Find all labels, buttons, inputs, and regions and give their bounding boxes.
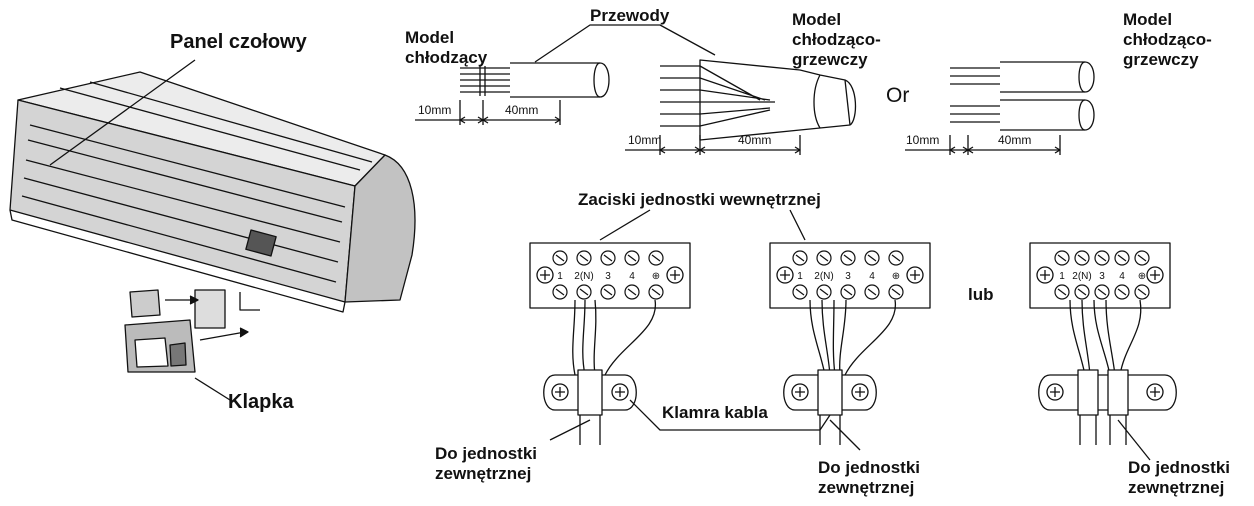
screw-slot [651,254,661,262]
terminal-number-3-4: 4 [1119,271,1125,282]
terminal-number-1-4: 4 [629,271,635,282]
screw-slot [1117,288,1127,296]
wire-strip-diagram-1 [415,24,716,125]
label-flap: Klapka [228,391,294,413]
screw-slot [651,288,661,296]
screw-slot [1137,288,1147,296]
label-to-outdoor-2: Do jednostki zewnętrznej [818,458,921,497]
dim-2-long: 40mm [738,133,772,147]
screw-slot [1137,254,1147,262]
dim-3-long: 40mm [998,133,1032,147]
label-model-cooling: Model chłodzący [405,28,488,67]
label-model-heat-pump-2: Model chłodząco- grzewczy [1123,10,1212,69]
screw-slot [891,254,901,262]
terminal-number-1-1: 1 [557,271,563,282]
terminal-number-2-5: ⊕ [892,271,900,282]
screw-slot [1057,254,1067,262]
label-cable-clamp: Klamra kabla [662,403,768,422]
terminal-number-1-5: ⊕ [652,271,660,282]
terminal-number-3-5: ⊕ [1138,271,1146,282]
terminal-number-1-2: 2(N) [574,271,593,282]
screw-slot [555,288,565,296]
screw-slot [891,288,901,296]
screw-slot [819,288,829,296]
label-indoor-terminals: Zaciski jednostki wewnętrznej [578,190,821,209]
screw-slot [603,254,613,262]
screw-slot [627,254,637,262]
dim-1-short: 10mm [418,103,452,117]
terminal-screws: 1 2(N) 3 4 ⊕ 1 2(N) 3 4 ⊕ 1 2(N) 3 4 ⊕ [552,250,1150,300]
dim-1-long: 40mm [505,103,539,117]
screw-slot [867,288,877,296]
screw-slot [1097,254,1107,262]
label-model-heat-pump-1: Model chłodząco- grzewczy [792,10,881,69]
label-lub: lub [968,285,994,304]
terminal-number-2-1: 1 [797,271,803,282]
screw-slot [1077,288,1087,296]
screw-slot [555,254,565,262]
screw-slot [795,288,805,296]
screw-slot [867,254,877,262]
terminal-number-3-2: 2(N) [1072,271,1091,282]
screw-slot [1117,254,1127,262]
screw-slot [1097,288,1107,296]
screw-slot [579,254,589,262]
terminal-number-2-3: 3 [845,271,851,282]
screw-slot [843,288,853,296]
wire-strip-diagram-2 [625,59,857,155]
screw-slot [627,288,637,296]
label-front-panel: Panel czołowy [170,31,307,53]
terminal-number-1-3: 3 [605,271,611,282]
label-wires: Przewody [590,6,670,25]
indoor-unit-illustration [9,59,416,401]
terminal-number-3-3: 3 [1099,271,1105,282]
label-to-outdoor-1: Do jednostki zewnętrznej [435,444,538,483]
screw-slot [579,288,589,296]
screw-slot [819,254,829,262]
screw-slot [843,254,853,262]
dim-3-short: 10mm [906,133,940,147]
screw-slot [1077,254,1087,262]
label-to-outdoor-3: Do jednostki zewnętrznej [1128,458,1231,497]
wire-strip-diagram-3 [905,61,1095,155]
screw-slot [603,288,613,296]
terminal-number-2-2: 2(N) [814,271,833,282]
terminal-number-2-4: 4 [869,271,875,282]
terminal-number-3-1: 1 [1059,271,1065,282]
label-or: Or [886,84,910,107]
screw-slot [1057,288,1067,296]
screw-slot [795,254,805,262]
dim-2-short: 10mm [628,133,662,147]
